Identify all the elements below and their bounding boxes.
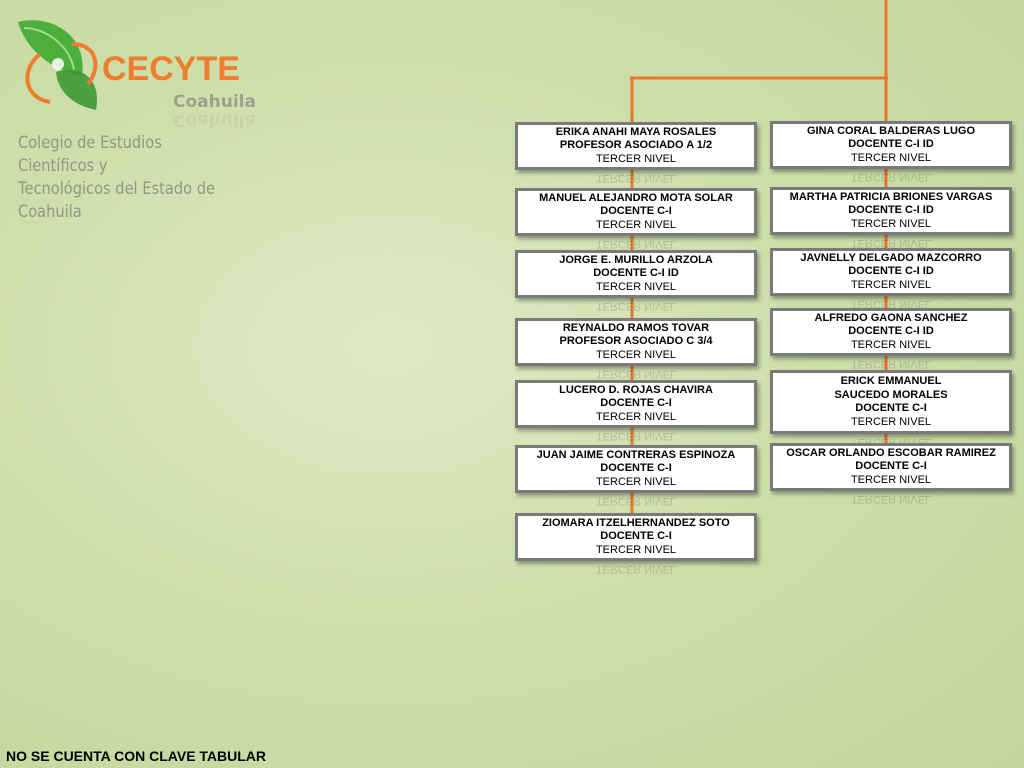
member-level: TERCER NIVEL xyxy=(595,348,677,361)
member-level-reflection: TERCER NIVEL xyxy=(850,173,932,182)
member-level: TERCER NIVEL xyxy=(850,473,932,486)
member-level: TERCER NIVEL xyxy=(595,280,677,293)
member-name: MANUEL ALEJANDRO MOTA SOLAR xyxy=(539,191,733,204)
member-level-reflection: TERCER NIVEL xyxy=(595,240,677,249)
institution-line-2: Tecnológicos del Estado de Coahuila xyxy=(18,179,215,222)
brand-region: Coahuila xyxy=(173,92,256,112)
member-name: ALFREDO GAONA SANCHEZ xyxy=(814,311,968,324)
member-level-reflection: TERCER NIVEL xyxy=(595,497,677,506)
member-name: MARTHA PATRICIA BRIONES VARGAS xyxy=(789,190,993,203)
member-level-reflection: TERCER NIVEL xyxy=(595,370,677,379)
member-name: JAVNELLY DELGADO MAZCORRO xyxy=(800,251,982,264)
member-level: TERCER NIVEL xyxy=(850,338,932,351)
leaf-globe-icon xyxy=(18,20,98,110)
member-level: TERCER NIVEL xyxy=(595,543,677,556)
member-position: DOCENTE C-I xyxy=(600,205,672,218)
member-position: DOCENTE C-I xyxy=(600,397,672,410)
member-name: GINA CORAL BALDERAS LUGO xyxy=(806,124,976,137)
member-name: ERIKA ANAHI MAYA ROSALES xyxy=(555,125,717,138)
member-position: DOCENTE C-I xyxy=(600,530,672,543)
member-level-reflection: TERCER NIVEL xyxy=(850,360,932,369)
cecyte-logo: CECYTE Coahuila Coahuila Colegio de Estu… xyxy=(10,14,256,222)
member-name: LUCERO D. ROJAS CHAVIRA xyxy=(559,383,713,396)
member-name: JORGE E. MURILLO ARZOLA xyxy=(559,253,713,266)
member-position: DOCENTE C-I ID xyxy=(848,204,934,217)
brand-name: CECYTE xyxy=(102,50,240,88)
member-position: PROFESOR ASOCIADO C 3/4 xyxy=(559,335,713,348)
footnote: NO SE CUENTA CON CLAVE TABULAR xyxy=(6,748,267,764)
member-level-reflection: TERCER NIVEL xyxy=(850,239,932,248)
member-level: TERCER NIVEL xyxy=(850,278,932,291)
member-level-reflection: TERCER NIVEL xyxy=(595,174,677,183)
member-position: DOCENTE C-I ID xyxy=(848,138,934,151)
member-position: DOCENTE C-I xyxy=(855,402,927,414)
member-name: SAUCEDO MORALES xyxy=(834,388,948,401)
member-level-reflection: TERCER NIVEL xyxy=(595,302,677,311)
member-level: TERCER NIVEL xyxy=(850,415,932,428)
member-name: OSCAR ORLANDO ESCOBAR RAMIREZ xyxy=(786,446,996,459)
institution-line-1: Colegio de Estudios Científicos y xyxy=(18,133,162,176)
member-position: PROFESOR ASOCIADO A 1/2 xyxy=(559,139,713,152)
member-name: JUAN JAIME CONTRERAS ESPINOZA xyxy=(536,448,736,461)
member-level-reflection: TERCER NIVEL xyxy=(595,432,677,441)
member-level: TERCER NIVEL xyxy=(850,151,932,164)
member-position: DOCENTE C-I xyxy=(600,462,672,475)
member-level: TERCER NIVEL xyxy=(595,475,677,488)
member-name: REYNALDO RAMOS TOVAR xyxy=(562,321,710,334)
member-position: DOCENTE C-I ID xyxy=(593,267,679,280)
member-level: TERCER NIVEL xyxy=(595,218,677,231)
member-level-reflection: TERCER NIVEL xyxy=(595,565,677,574)
member-level: TERCER NIVEL xyxy=(595,152,677,165)
member-position: DOCENTE C-I ID xyxy=(848,265,934,278)
member-position: DOCENTE C-I ID xyxy=(848,325,934,338)
member-name: ZIOMARA ITZELHERNANDEZ SOTO xyxy=(542,516,730,529)
member-level: TERCER NIVEL xyxy=(850,217,932,230)
member-name: ERICK EMMANUEL xyxy=(840,375,942,387)
institution-name: Colegio de Estudios Científicos y Tecnol… xyxy=(18,132,224,224)
member-level: TERCER NIVEL xyxy=(595,410,677,423)
member-position: DOCENTE C-I xyxy=(855,460,927,473)
member-level-reflection: TERCER NIVEL xyxy=(850,495,932,504)
